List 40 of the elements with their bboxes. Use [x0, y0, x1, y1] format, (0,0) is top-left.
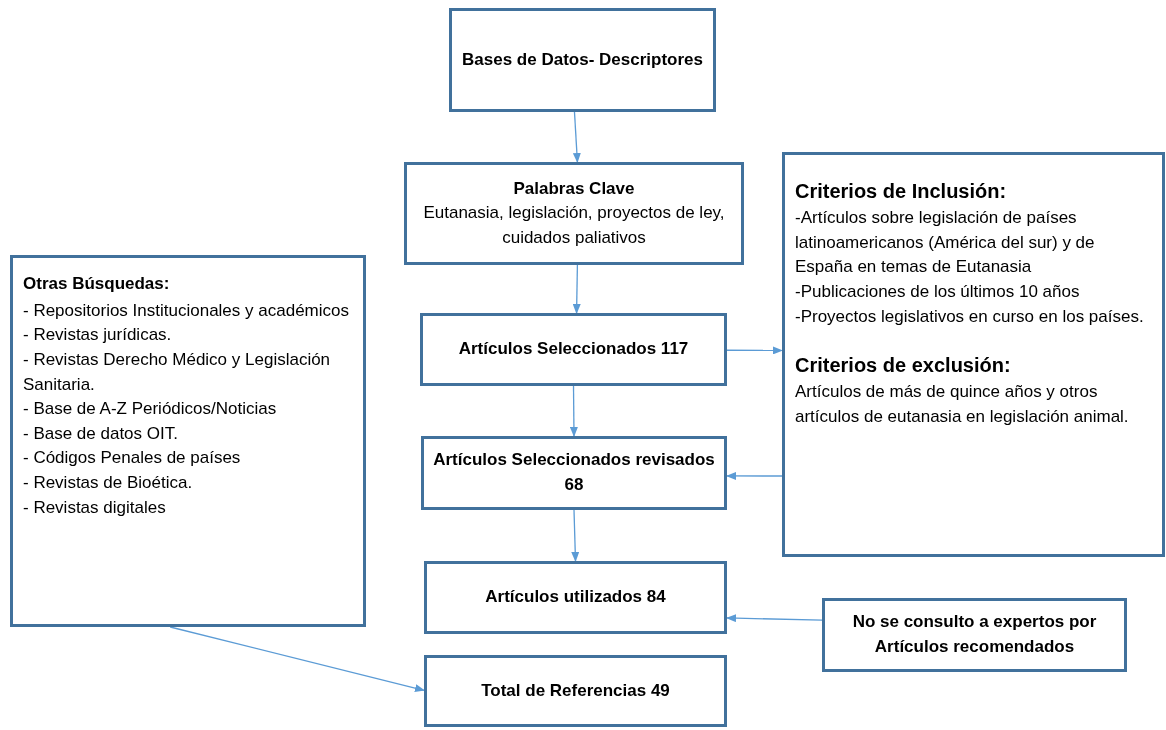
- heading: Bases de Datos- Descriptores: [462, 48, 703, 71]
- list-item: - Revistas Derecho Médico y Legislación Sanitaria.: [23, 348, 332, 396]
- heading: Otras Búsquedas:: [23, 273, 170, 295]
- process-box: [421, 436, 727, 510]
- list-box: [10, 255, 366, 627]
- criteria-box: [782, 152, 1165, 557]
- body-text: Eutanasia, legislación, proyectos de ley, cuidados paliativos: [422, 202, 726, 249]
- process-box: [420, 313, 727, 386]
- heading: No se consulto a expertos por Artículos recomendados: [851, 611, 1098, 658]
- heading: Criterios de exclusión:: [795, 353, 1011, 379]
- body-text: Artículos de más de quince años y otros artículos de eutanasia en legislación animal.: [795, 381, 1130, 428]
- body-text: -Proyectos legislativos en curso en los países.: [795, 305, 1144, 328]
- list-item: - Revistas de Bioética.: [23, 472, 193, 495]
- arrow: [726, 346, 783, 355]
- heading: Total de Referencias 49: [481, 679, 670, 702]
- heading: Artículos Seleccionados 117: [458, 338, 689, 361]
- body-text: -Publicaciones de los últimos 10 años: [795, 280, 1080, 303]
- list-item: - Códigos Penales de países: [23, 447, 241, 470]
- list-item: - Repositorios Institucionales y académicos: [23, 299, 349, 322]
- process-box: [449, 8, 716, 112]
- list-item: - Revistas jurídicas.: [23, 324, 172, 347]
- process-box: [424, 561, 727, 634]
- arrow: [569, 385, 578, 437]
- arrow: [572, 264, 581, 314]
- heading: Palabras Clave: [513, 177, 635, 200]
- arrow: [572, 111, 581, 163]
- body-text: -Artículos sobre legislación de países latinoamericanos (América del sur) y de España en temas de Eutanasia: [795, 207, 1096, 279]
- arrow: [169, 626, 425, 692]
- heading: Criterios de Inclusión:: [795, 179, 1007, 204]
- note-box: [822, 598, 1127, 672]
- list-item: - Revistas digitales: [23, 496, 166, 519]
- arrow: [726, 614, 823, 623]
- process-box: [404, 162, 744, 265]
- list-item: - Base de datos OIT.: [23, 422, 178, 445]
- heading: Artículos Seleccionados revisados 68: [432, 449, 716, 496]
- process-box: [424, 655, 727, 727]
- arrow: [726, 471, 783, 480]
- arrow: [571, 509, 580, 562]
- heading: Artículos utilizados 84: [485, 586, 666, 609]
- list-item: - Base de A-Z Periódicos/Noticias: [23, 398, 277, 421]
